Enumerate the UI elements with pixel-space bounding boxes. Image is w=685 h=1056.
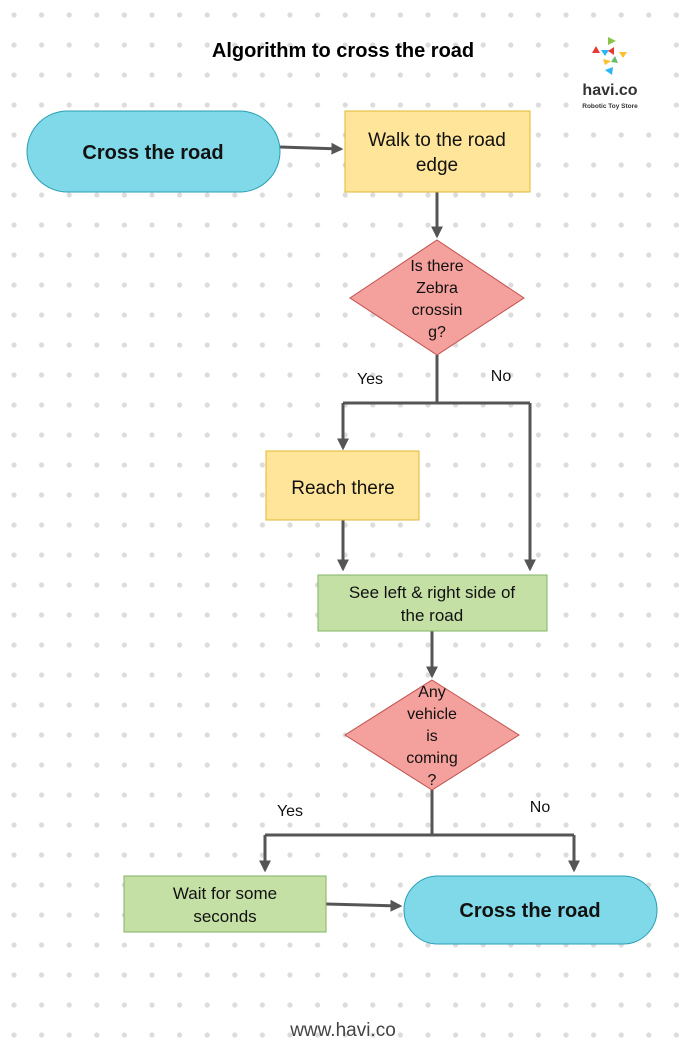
reach-process: Reach there xyxy=(265,450,420,521)
zebra-label-line3: crossin xyxy=(412,302,463,319)
edge-wait-to-end xyxy=(325,899,403,912)
wait-action: Wait for some seconds xyxy=(123,875,327,933)
walk-label-line1: Walk to the road xyxy=(368,130,506,151)
zebra-decision: Is there Zebra crossin g? xyxy=(349,239,525,356)
wait-label-line2: seconds xyxy=(193,907,256,926)
end-terminal: Cross the road xyxy=(403,875,658,945)
vehicle-decision: Any vehicle is coming ? xyxy=(344,679,520,791)
havi-logo: havi.co Robotic Toy Store xyxy=(570,30,660,112)
edge-label-zebra-no: No xyxy=(491,368,512,385)
start-label: Cross the road xyxy=(82,142,223,164)
see-action: See left & right side of the road xyxy=(317,574,548,632)
vehicle-label-line1: Any xyxy=(418,684,446,701)
edge-zebra-split xyxy=(343,355,530,405)
vehicle-label-line4: coming xyxy=(406,750,458,767)
logo-brand: havi.co xyxy=(582,82,637,99)
see-label-line1: See left & right side of xyxy=(349,583,516,602)
start-terminal: Cross the road xyxy=(26,110,281,193)
edge-label-vehicle-no: No xyxy=(530,799,551,816)
zebra-label-line1: Is there xyxy=(410,258,463,275)
walk-process: Walk to the road edge xyxy=(344,110,531,193)
footer-url: www.havi.co xyxy=(289,1020,396,1041)
vehicle-label-line2: vehicle xyxy=(407,706,457,723)
vehicle-label-line5: ? xyxy=(428,772,437,789)
vehicle-label-line3: is xyxy=(426,728,438,745)
walk-label-line2: edge xyxy=(416,155,458,176)
edge-label-zebra-yes: Yes xyxy=(357,371,383,388)
edge-label-vehicle-yes: Yes xyxy=(277,803,303,820)
diagram-title: Algorithm to cross the road xyxy=(212,40,474,62)
logo-tagline: Robotic Toy Store xyxy=(582,103,638,110)
edge-vehicle-split xyxy=(265,790,574,837)
edge-start-to-walk xyxy=(279,142,344,155)
end-label: Cross the road xyxy=(459,900,600,922)
zebra-label-line2: Zebra xyxy=(416,280,458,297)
zebra-label-line4: g? xyxy=(428,324,446,341)
see-label-line2: the road xyxy=(401,606,463,625)
edges xyxy=(259,142,580,912)
reach-label: Reach there xyxy=(291,478,395,499)
wait-label-line1: Wait for some xyxy=(173,884,277,903)
